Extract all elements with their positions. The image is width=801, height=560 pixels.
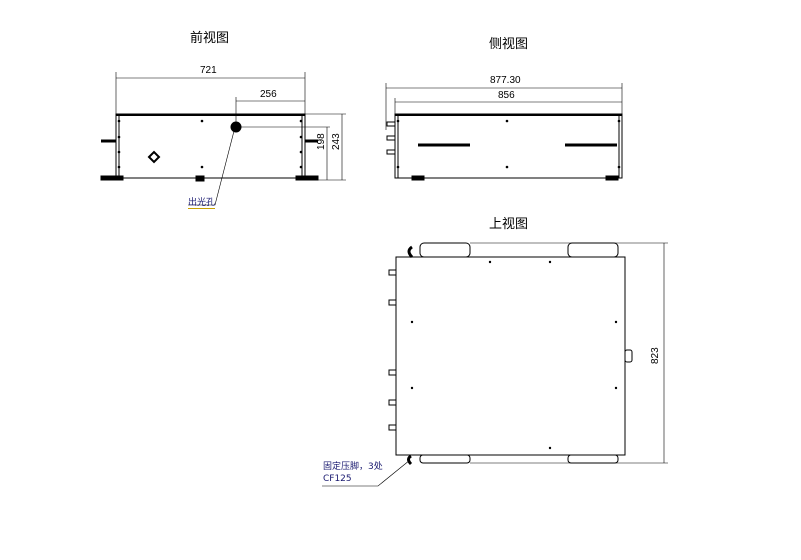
foot-spec: CF125 — [323, 474, 352, 484]
dim-side-body: 856 — [498, 90, 515, 101]
dim-side-overall: 877.30 — [490, 75, 521, 86]
front-view-title: 前视图 — [190, 31, 230, 46]
side-view — [385, 83, 623, 181]
foot-note: 固定压脚，3处 — [323, 462, 383, 472]
dim-top-depth: 823 — [650, 347, 661, 364]
side-view-title: 侧视图 — [489, 37, 529, 52]
top-view — [322, 242, 668, 487]
top-view-title: 上视图 — [489, 217, 529, 232]
light-outlet-label: 出光孔 — [188, 195, 216, 209]
front-view — [100, 72, 346, 206]
dim-front-width: 721 — [200, 65, 217, 76]
dim-front-height: 243 — [331, 133, 342, 150]
dim-hole-height: 198 — [316, 133, 327, 150]
dim-hole-offset: 256 — [260, 89, 277, 100]
